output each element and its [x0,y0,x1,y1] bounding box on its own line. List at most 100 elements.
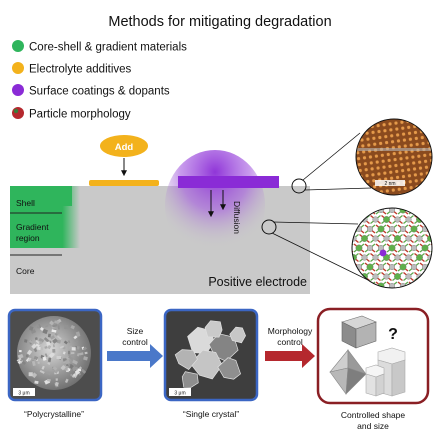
crystal-atom-gray [406,255,412,261]
crystal-bond [420,282,430,290]
crystal-atom-gray [373,255,379,261]
polycrystalline-label: “Polycrystalline” [24,409,84,419]
crystal-atom-gray [373,236,379,242]
gradient-label-1: Gradient [16,222,49,232]
crystal-bond [338,235,348,243]
legend-dot-core-shell [12,40,24,52]
poly-grain [52,349,55,353]
crystal-bond [338,216,348,224]
add-label: Add [115,142,134,153]
lattice-scale-label: 2 nm [384,181,395,187]
crystal-atom-gray [400,245,406,251]
electrolyte-additive-layer [89,180,159,186]
core-label: Core [16,266,35,276]
legend: Core-shell & gradient materials Electrol… [12,40,187,121]
crystal-atom-gray [389,226,395,232]
morphology-row: 3 μm “Polycrystalline” Size control 3 μm… [9,309,428,431]
question-mark: ? [388,326,398,343]
crystal-bond [349,273,359,281]
crystal-bond [431,282,440,290]
crystal-bond [431,263,440,271]
poly-grain [72,347,76,350]
crystal-atom-gray [422,207,428,213]
positive-electrode-label: Positive electrode [208,275,307,289]
crystal-bond [426,216,436,224]
crystal-atom-gray [378,264,384,270]
morph-control-label-1: Morphology [268,326,313,336]
crystal-atom-gray [340,217,346,223]
poly-grain [64,325,68,329]
crystal-atom-gray [406,217,412,223]
crystal-atom-gray [373,274,379,280]
poly-grain [39,356,41,359]
controlled-label-2: and size [357,421,389,431]
poly-grain [65,366,68,371]
figure-title: Methods for mitigating degradation [108,14,331,30]
crystal-atom-gray [411,207,417,213]
legend-dot-additives [12,62,24,74]
crystal-atom-gray [351,274,357,280]
crystal-bond [338,235,348,243]
crystal-atom-gray [406,274,412,280]
poly-grain [73,367,78,371]
crystal-atom-green [433,207,439,213]
crystal-bond [349,216,359,224]
crystal-bond [437,254,440,262]
poly-grain [68,351,70,355]
poly-grain [29,372,33,376]
crystal-bond [437,273,440,281]
crystal-atom-green [427,273,433,279]
size-control-label-1: Size [127,326,144,336]
crystal-atom-gray [345,245,351,251]
morphology-control-arrow [265,344,315,368]
crystal-atom-green [400,264,406,270]
poly-grain [48,334,51,338]
crystal-atom-green [389,245,395,251]
crystal-atom-gray [367,245,373,251]
crystal-bond [343,282,353,290]
poly-grain [37,362,39,364]
controlled-label-1: Controlled shape [341,410,406,420]
zoom-crystal-structure [338,206,440,290]
poly-grain [76,346,79,350]
gradient-label-2: region [16,233,40,243]
legend-label-additives: Electrolyte additives [29,64,132,76]
crystal-atom-gray [384,236,390,242]
crystal-atom-gray [384,274,390,280]
crystal-atom-green [345,226,351,232]
crystal-bond [343,206,353,214]
legend-label-coatings: Surface coatings & dopants [29,86,170,98]
crystal-bond [343,225,353,233]
crystal-atom-gray [340,236,346,242]
crystal-atom-green [416,254,422,260]
crystal-atom-green [350,216,356,222]
diffusion-glow [165,150,265,260]
diffusion-label: Diffusion [232,201,242,234]
crystal-bond [354,206,364,214]
crystal-bond [437,254,440,262]
shell-label: Shell [16,198,35,208]
crystal-atom-gray [433,283,439,289]
poly-scale-label: 3 μm [18,391,29,397]
legend-dot-morphology [12,107,24,119]
crystal-atom-green [367,207,373,213]
crystal-bond [426,273,436,281]
crystal-atom-gray [417,236,423,242]
legend-dot-morphology-highlight [14,109,18,113]
crystal-bond [354,206,364,214]
crystal-atom-gray [433,226,439,232]
crystal-bond [349,216,359,224]
crystal-bond [431,225,440,233]
poly-grain [24,339,27,343]
crystal-atom-gray [345,207,351,213]
crystal-bond [437,273,440,281]
crystal-atom-gray [411,245,417,251]
crystal-bond [426,216,436,224]
morph-control-label-2: control [277,337,303,347]
lattice-interface [350,148,440,151]
crystal-atom-green [433,264,439,270]
crystal-atom-green [422,245,428,251]
crystal-atom-gray [411,264,417,270]
